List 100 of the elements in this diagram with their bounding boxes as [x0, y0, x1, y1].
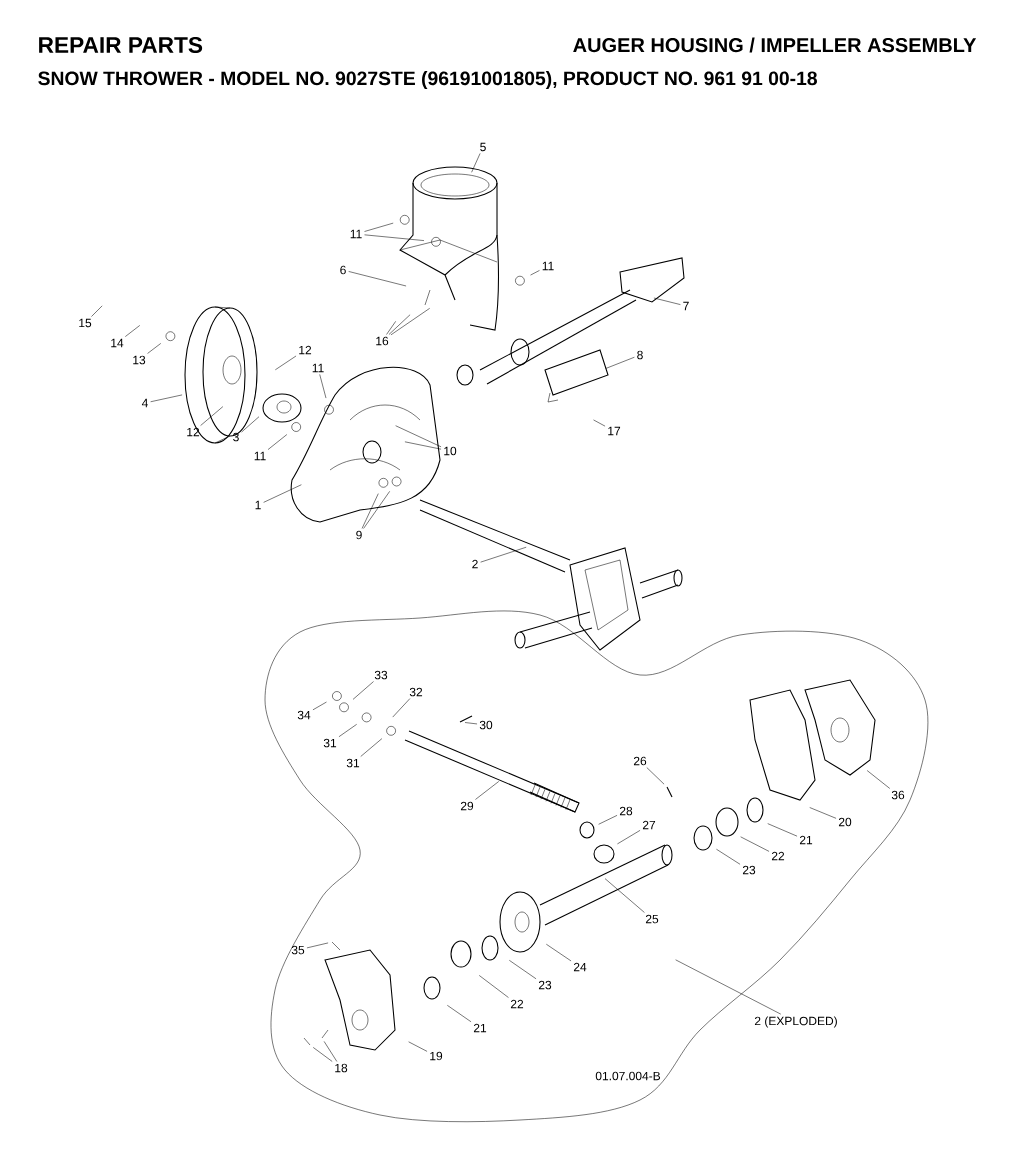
- leader-line: [267, 434, 288, 450]
- leader-line: [390, 308, 430, 336]
- callout-number: 2: [472, 559, 478, 569]
- leader-line: [388, 314, 411, 335]
- callout-number: 21: [473, 1023, 487, 1033]
- callout-number: 4: [141, 398, 148, 408]
- callout-number: 11: [254, 451, 266, 461]
- leader-line: [150, 394, 183, 403]
- callout-number: 14: [111, 338, 124, 348]
- callout-number: 33: [374, 670, 388, 680]
- callout-number: 10: [444, 446, 457, 456]
- leader-line: [404, 441, 442, 450]
- leader-line: [312, 1047, 333, 1062]
- leader-line: [809, 807, 837, 819]
- callout-number: 28: [619, 806, 633, 816]
- leader-line: [675, 959, 782, 1015]
- callout-number: 17: [608, 426, 621, 436]
- callout-number: 7: [683, 301, 689, 311]
- callout-number: 25: [645, 914, 659, 924]
- leader-line: [364, 222, 394, 232]
- callout-number: 35: [291, 945, 305, 955]
- drawing-number: 01.07.004-B: [595, 1071, 661, 1081]
- leader-line: [471, 153, 481, 173]
- callout-number: 32: [409, 687, 423, 697]
- leader-line: [275, 355, 297, 371]
- leader-line: [653, 297, 681, 305]
- callout-number: 27: [642, 820, 656, 830]
- callout-number: 23: [538, 980, 552, 990]
- leader-line: [241, 416, 260, 433]
- callout-number: 6: [340, 265, 346, 275]
- leader-line: [386, 321, 396, 335]
- leader-line: [767, 823, 798, 837]
- leader-line: [263, 484, 302, 503]
- callout-number: 22: [771, 851, 785, 861]
- leader-line: [395, 425, 442, 448]
- callout-number: 19: [430, 1051, 443, 1061]
- callout-number: 29: [460, 801, 474, 811]
- callout-number: 5: [480, 142, 486, 152]
- callout-number: 9: [356, 530, 362, 540]
- leader-line: [716, 848, 741, 865]
- callout-number: 12: [299, 345, 312, 355]
- leader-line: [408, 1041, 428, 1052]
- leader-line: [646, 767, 665, 785]
- leader-line: [338, 724, 357, 737]
- leader-line: [360, 738, 383, 757]
- leader-line: [392, 698, 411, 718]
- leader-line: [319, 374, 327, 399]
- leader-line: [464, 722, 478, 725]
- leader-line: [447, 1005, 472, 1023]
- leader-line: [312, 701, 327, 711]
- callout-number: 31: [346, 758, 360, 768]
- callout-number: 12: [187, 427, 200, 437]
- leader-line: [509, 960, 537, 980]
- callout-number: 18: [335, 1063, 348, 1073]
- leader-line: [740, 836, 770, 852]
- leader-line: [348, 271, 407, 287]
- leader-line: [605, 356, 635, 369]
- callout-number: 2 (EXPLODED): [754, 1016, 837, 1028]
- callout-number: 1: [255, 500, 261, 510]
- leader-line: [475, 781, 500, 800]
- callout-number: 26: [633, 756, 647, 766]
- callout-number: 11: [350, 229, 362, 239]
- leader-line: [604, 878, 645, 913]
- leader-line: [363, 491, 390, 529]
- leader-line: [593, 419, 606, 427]
- leader-line: [306, 942, 329, 949]
- leader-line: [530, 270, 540, 276]
- callout-number: 24: [573, 962, 587, 972]
- callout-number: 23: [742, 865, 756, 875]
- leader-line: [478, 975, 509, 998]
- callout-number: 21: [799, 835, 813, 845]
- title: REPAIR PARTS: [39, 36, 203, 54]
- leader-line: [200, 406, 224, 426]
- leader-line: [364, 234, 425, 241]
- callout-number: 11: [312, 363, 324, 373]
- callout-number: 13: [133, 355, 146, 365]
- leader-line: [352, 681, 374, 700]
- callout-number: 16: [376, 336, 389, 346]
- leader-line: [323, 1041, 338, 1062]
- callout-number: 34: [297, 710, 311, 720]
- leader-line: [866, 770, 891, 789]
- leader-line: [91, 305, 103, 317]
- leader-line: [598, 815, 618, 825]
- leader-line: [546, 943, 572, 962]
- leader-line: [617, 830, 641, 845]
- model-heading: SNOW THROWER - MODEL NO. 9027STE (96191001805), PRODUCT NO. 961 91 00-18: [38, 71, 817, 89]
- leader-line: [147, 343, 162, 354]
- callout-number: 31: [323, 738, 337, 748]
- header-text: AUGER HOUSING / IMPELLER ASSEMBLY: [573, 37, 977, 53]
- leader-line: [361, 493, 379, 529]
- callout-number: 22: [510, 999, 524, 1009]
- callout-number: 11: [542, 261, 554, 271]
- leader-line: [480, 546, 527, 563]
- callout-number: 20: [838, 817, 852, 827]
- callout-number: 30: [479, 720, 493, 730]
- callout-number: 3: [233, 432, 239, 442]
- leader-line: [125, 325, 141, 337]
- callout-number: 8: [637, 350, 643, 360]
- callout-number: 36: [891, 790, 905, 800]
- callout-number: 15: [79, 318, 92, 328]
